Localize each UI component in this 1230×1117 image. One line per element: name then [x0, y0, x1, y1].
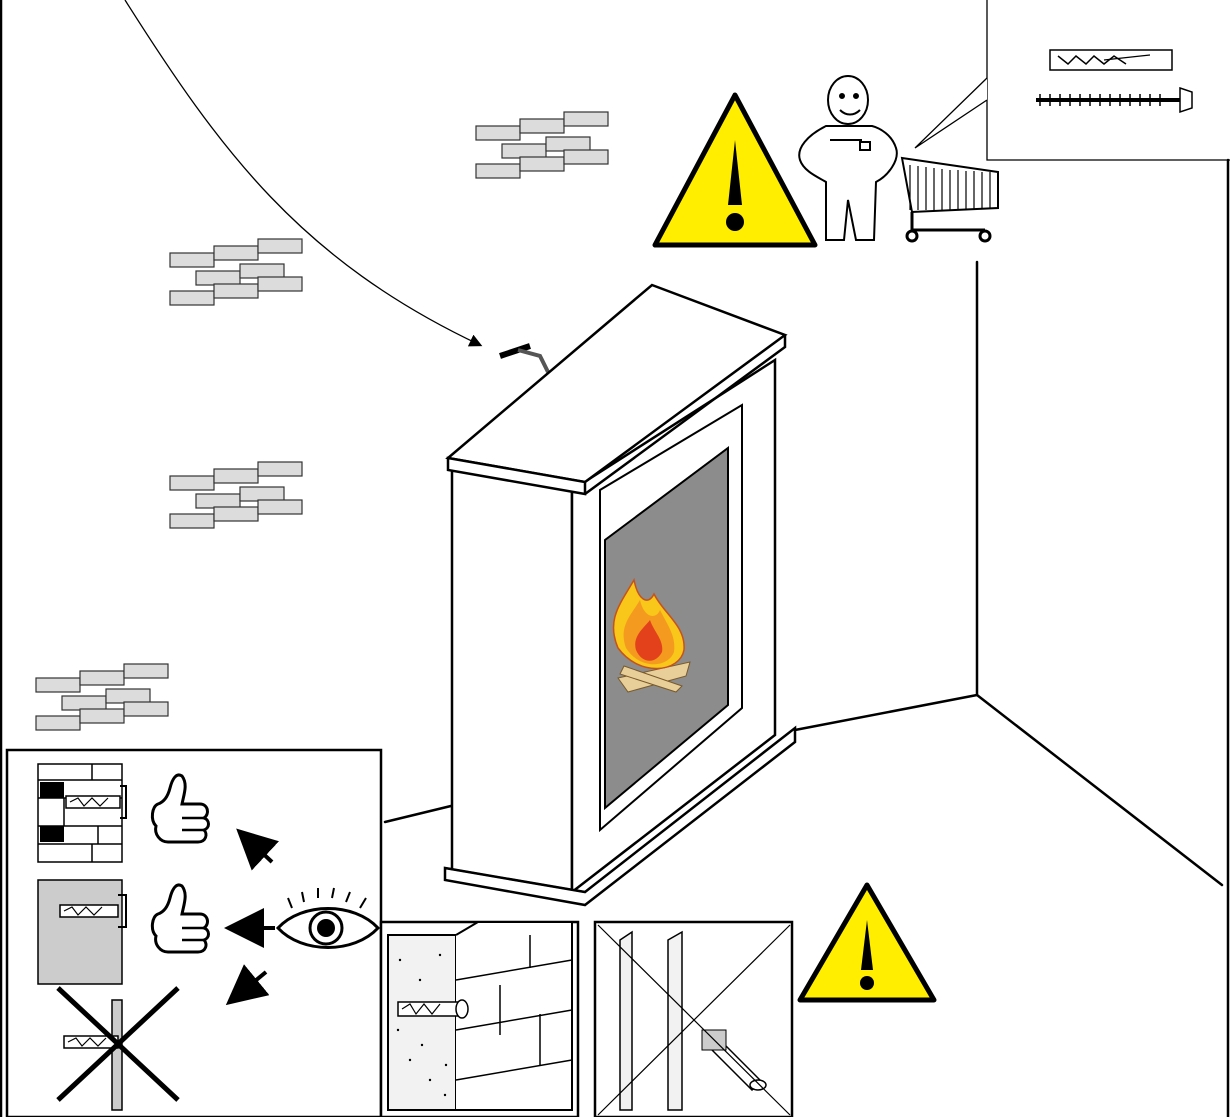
screw-icon	[1036, 88, 1192, 112]
wall-type-panel	[7, 750, 381, 1117]
hardware-callout	[915, 0, 1230, 160]
brick-wall-icon	[170, 239, 302, 305]
brick-wall-icon	[476, 112, 608, 178]
hollow-wall-detail	[595, 922, 792, 1117]
store-assistant-figure	[799, 76, 897, 240]
warning-triangle-icon	[655, 95, 815, 245]
electric-fireplace	[445, 285, 795, 905]
power-cord	[500, 346, 548, 372]
warning-triangle-icon	[800, 885, 934, 1000]
brick-wall-icon	[36, 664, 168, 730]
wall-plug-icon	[1050, 50, 1172, 70]
solid-panel-wall-icon	[38, 880, 126, 984]
masonry-wall-icon	[38, 764, 126, 862]
shopping-cart-icon	[902, 158, 998, 241]
solid-wall-detail	[381, 922, 578, 1117]
brick-wall-icon	[170, 462, 302, 528]
